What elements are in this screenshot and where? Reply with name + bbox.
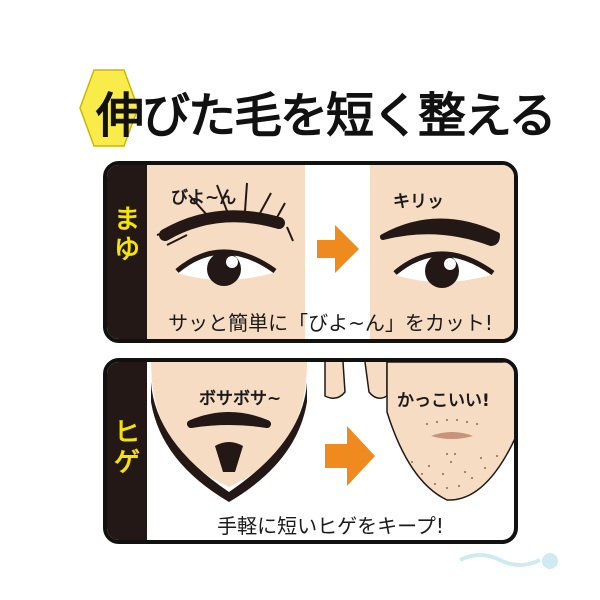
stubble-icon xyxy=(411,419,498,489)
beard-illustration xyxy=(151,362,514,502)
watermark-logo xyxy=(459,553,558,569)
after-label: かっこいい! xyxy=(397,391,490,411)
eyebrow-panel: まゆ びよ~ん キリッ サッと簡単に「びよ~ん」をカット! xyxy=(103,161,518,343)
eye-icon xyxy=(175,249,277,286)
beard-panel: ヒゲ ボサボサ~ かっこいい! 手軽に短いヒゲをキープ! xyxy=(103,358,518,544)
eyebrow-tab: まゆ xyxy=(107,165,147,339)
caption: 手軽に短いヒゲをキープ! xyxy=(217,514,444,538)
headline-rest: びた毛を短く整える xyxy=(142,88,557,144)
beard-tab: ヒゲ xyxy=(107,362,147,540)
hexagon-badge-icon xyxy=(79,69,139,147)
caption: サッと簡単に「びよ~ん」をカット! xyxy=(168,311,493,335)
tab-label: ヒゲ xyxy=(113,418,140,478)
headline-highlight: 伸 xyxy=(96,88,144,144)
eyebrow-illustration xyxy=(147,165,514,339)
messy-eyebrow-icon xyxy=(156,182,294,246)
headline-text: 伸びた毛を短く整える xyxy=(96,76,557,146)
eye-icon xyxy=(393,251,495,288)
after-label: キリッ xyxy=(393,192,444,212)
before-label: ボサボサ~ xyxy=(199,389,282,409)
arrow-right-icon xyxy=(317,225,359,273)
before-label: びよ~ん xyxy=(171,188,237,208)
neat-eyebrow-icon xyxy=(380,218,500,246)
arrow-right-icon xyxy=(325,426,375,486)
full-beard-icon xyxy=(151,382,307,502)
headline: 伸びた毛を短く整える xyxy=(78,62,557,152)
tab-label: まゆ xyxy=(113,205,140,265)
